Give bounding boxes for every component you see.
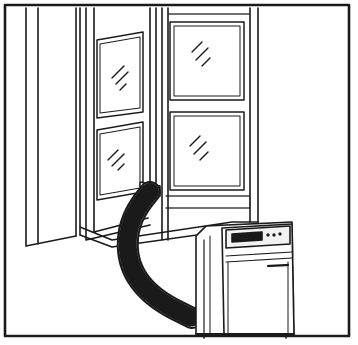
right-sash [166,14,250,208]
unit-display [232,232,262,242]
glare-icon [108,42,210,170]
exhaust-hose-icon [128,192,192,318]
left-sash [97,32,143,200]
picture-border [5,5,349,336]
air-conditioner-icon [196,222,294,338]
left-upper-pane [97,32,143,118]
right-lower-pane [170,112,244,190]
